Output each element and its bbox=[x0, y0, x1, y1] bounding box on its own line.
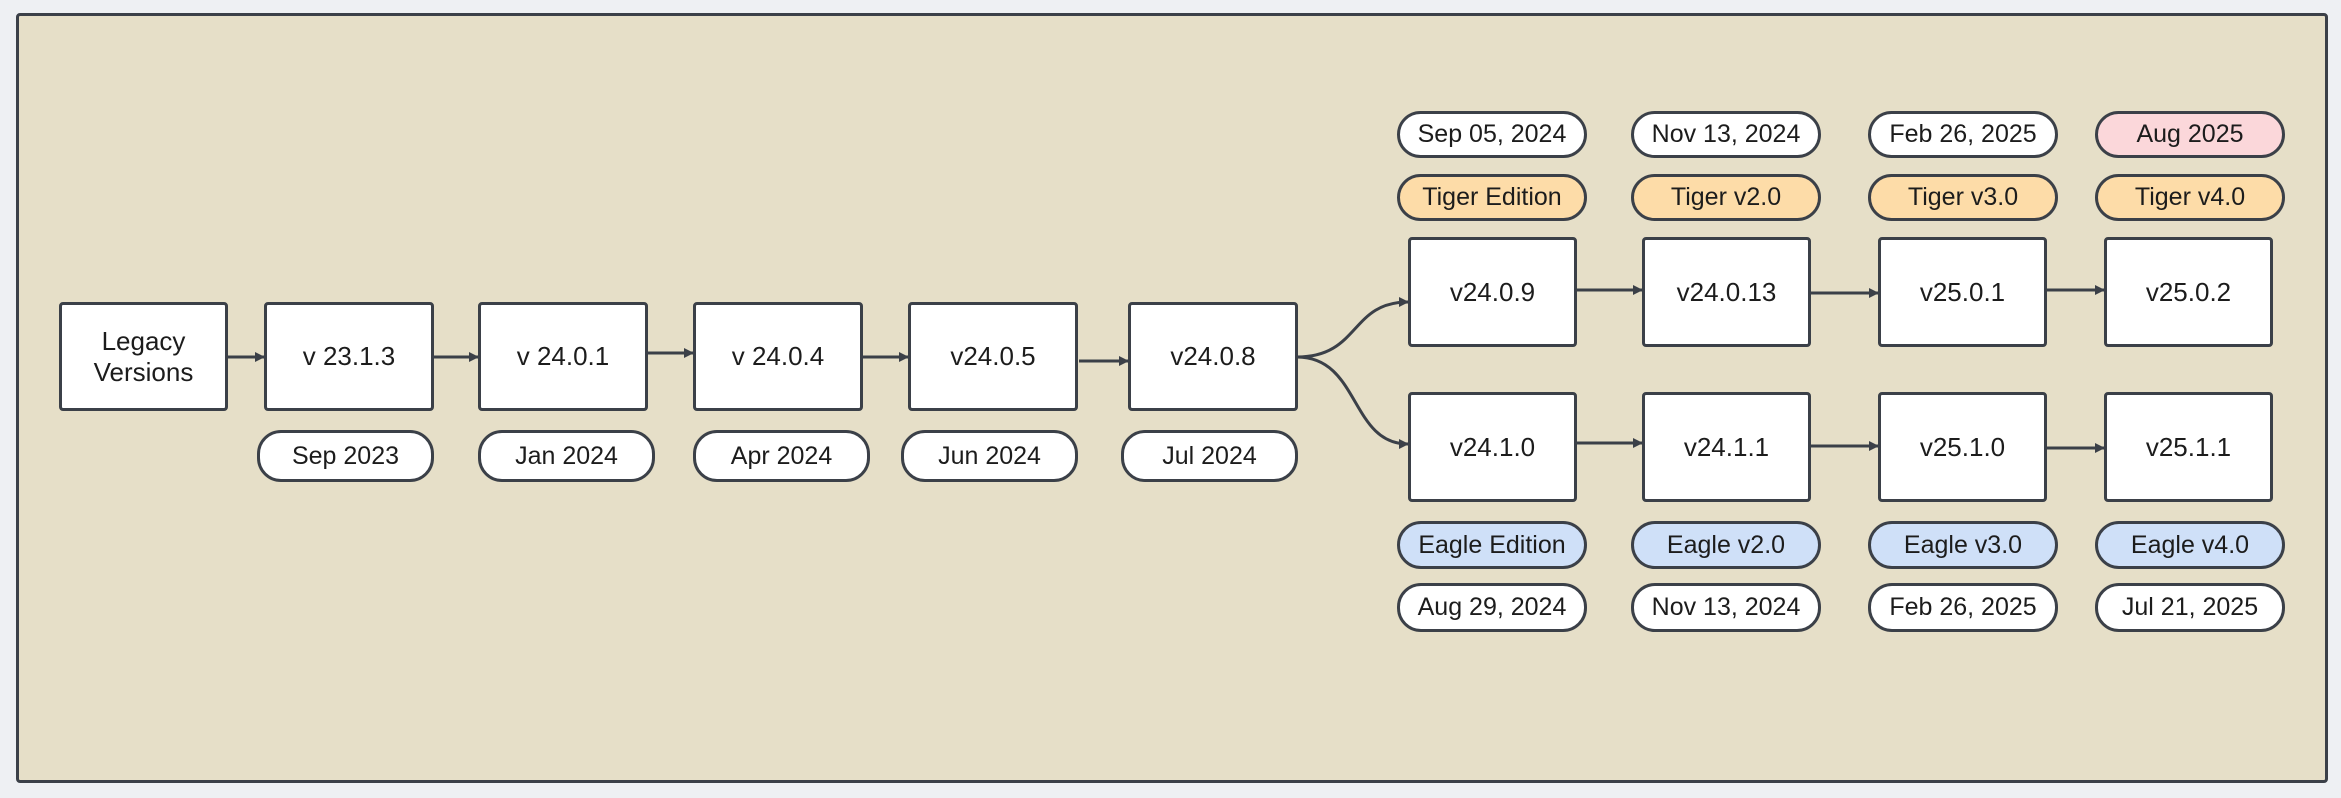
version-node-main[interactable]: v24.0.5 bbox=[908, 302, 1078, 411]
version-node-main[interactable]: v 24.0.4 bbox=[693, 302, 863, 411]
release-date-label: Jun 2024 bbox=[901, 430, 1078, 482]
eagle-edition-label: Eagle v4.0 bbox=[2095, 521, 2285, 569]
tiger-version-node[interactable]: v24.0.9 bbox=[1408, 237, 1577, 347]
eagle-release-date: Feb 26, 2025 bbox=[1868, 583, 2058, 632]
release-date-label: Apr 2024 bbox=[693, 430, 870, 482]
eagle-version-node[interactable]: v25.1.0 bbox=[1878, 392, 2047, 502]
eagle-edition-label: Eagle v3.0 bbox=[1868, 521, 2058, 569]
tiger-release-date: Feb 26, 2025 bbox=[1868, 111, 2058, 158]
tiger-version-node[interactable]: v25.0.2 bbox=[2104, 237, 2273, 347]
tiger-edition-label: Tiger v4.0 bbox=[2095, 174, 2285, 221]
edge-v24-0-8-to-v24-1-0 bbox=[1296, 355, 1409, 449]
eagle-release-date: Aug 29, 2024 bbox=[1397, 583, 1587, 632]
release-date-label: Jul 2024 bbox=[1121, 430, 1298, 482]
tiger-release-date: Sep 05, 2024 bbox=[1397, 111, 1587, 158]
tiger-edition-label: Tiger Edition bbox=[1397, 174, 1587, 221]
eagle-version-node[interactable]: v24.1.0 bbox=[1408, 392, 1577, 502]
edge-v24-0-8-to-v24-0-9 bbox=[1296, 297, 1409, 359]
tiger-upcoming-date: Aug 2025 bbox=[2095, 111, 2285, 158]
version-node-main[interactable]: v 24.0.1 bbox=[478, 302, 648, 411]
legacy-versions-node[interactable]: Legacy Versions bbox=[59, 302, 228, 411]
eagle-version-node[interactable]: v24.1.1 bbox=[1642, 392, 1811, 502]
version-node-main[interactable]: v24.0.8 bbox=[1128, 302, 1298, 411]
tiger-edition-label: Tiger v2.0 bbox=[1631, 174, 1821, 221]
eagle-version-node[interactable]: v25.1.1 bbox=[2104, 392, 2273, 502]
tiger-edition-label: Tiger v3.0 bbox=[1868, 174, 2058, 221]
eagle-release-date: Nov 13, 2024 bbox=[1631, 583, 1821, 632]
release-date-label: Sep 2023 bbox=[257, 430, 434, 482]
tiger-release-date: Nov 13, 2024 bbox=[1631, 111, 1821, 158]
version-node-main[interactable]: v 23.1.3 bbox=[264, 302, 434, 411]
eagle-edition-label: Eagle Edition bbox=[1397, 521, 1587, 569]
tiger-version-node[interactable]: v24.0.13 bbox=[1642, 237, 1811, 347]
eagle-edition-label: Eagle v2.0 bbox=[1631, 521, 1821, 569]
eagle-release-date: Jul 21, 2025 bbox=[2095, 583, 2285, 632]
tiger-version-node[interactable]: v25.0.1 bbox=[1878, 237, 2047, 347]
release-date-label: Jan 2024 bbox=[478, 430, 655, 482]
